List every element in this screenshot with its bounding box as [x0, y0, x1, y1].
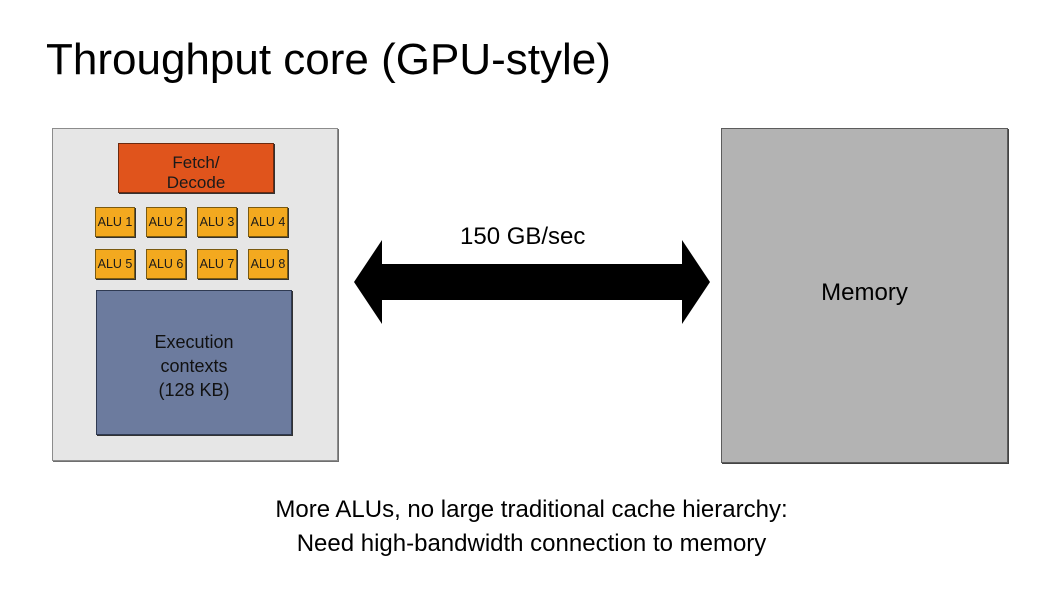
execution-line-2: contexts: [160, 356, 228, 376]
alu-5: ALU 5: [95, 249, 135, 279]
alu-8: ALU 8: [248, 249, 288, 279]
execution-contexts: Execution contexts (128 KB): [96, 290, 292, 435]
alu-1: ALU 1: [95, 207, 135, 237]
alu-6: ALU 6: [146, 249, 186, 279]
fetch-decode-line-1: Fetch/: [172, 153, 220, 172]
bidirectional-arrow-icon: [354, 240, 710, 324]
memory-label: Memory: [821, 279, 908, 306]
fetch-decode-unit: Fetch/ Decode: [118, 143, 274, 193]
slide-title: Throughput core (GPU-style): [46, 35, 611, 84]
fetch-decode-line-2: Decode: [166, 173, 226, 192]
alu-3: ALU 3: [197, 207, 237, 237]
caption-line-2: Need high-bandwidth connection to memory: [296, 530, 767, 557]
arrow-shape: [354, 240, 710, 324]
caption-line-1: More ALUs, no large traditional cache hi…: [275, 496, 788, 523]
execution-line-3: (128 KB): [158, 380, 230, 400]
alu-4: ALU 4: [248, 207, 288, 237]
execution-line-1: Execution: [154, 332, 234, 352]
alu-7: ALU 7: [197, 249, 237, 279]
alu-2: ALU 2: [146, 207, 186, 237]
memory-block: [721, 128, 1008, 463]
bandwidth-label: 150 GB/sec: [460, 223, 586, 250]
